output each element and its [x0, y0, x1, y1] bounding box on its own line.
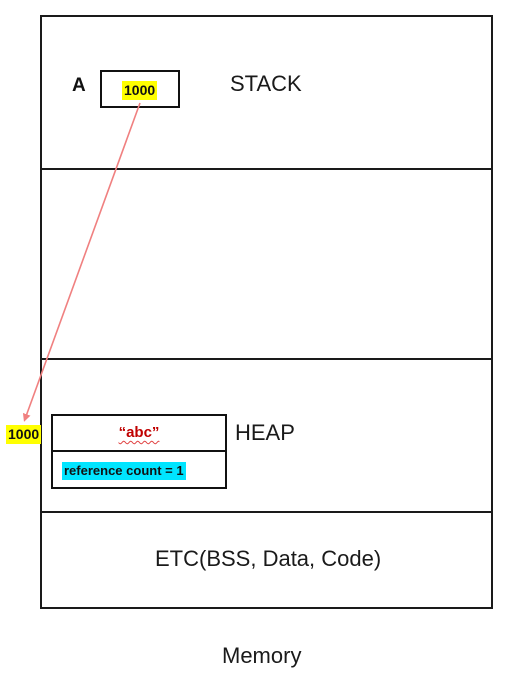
heap-address-label: 1000: [6, 425, 42, 444]
heap-object-value-text: “abc”: [118, 424, 160, 441]
heap-top-divider: [40, 358, 493, 360]
heap-bottom-divider: [40, 511, 493, 513]
heap-object-value-row: “abc”: [53, 416, 225, 452]
heap-label: HEAP: [235, 420, 295, 445]
stack-divider: [40, 168, 493, 170]
stack-variable-value: 1000: [122, 81, 158, 100]
stack-variable-name: A: [72, 75, 86, 96]
reference-count-label: reference count = 1: [62, 462, 186, 480]
stack-variable-box: 1000: [100, 70, 180, 108]
memory-caption: Memory: [222, 643, 302, 668]
stack-label: STACK: [230, 71, 302, 96]
etc-label: ETC(BSS, Data, Code): [155, 546, 382, 571]
heap-object: “abc” reference count = 1: [51, 414, 227, 489]
heap-object-value: “abc”: [119, 424, 160, 442]
